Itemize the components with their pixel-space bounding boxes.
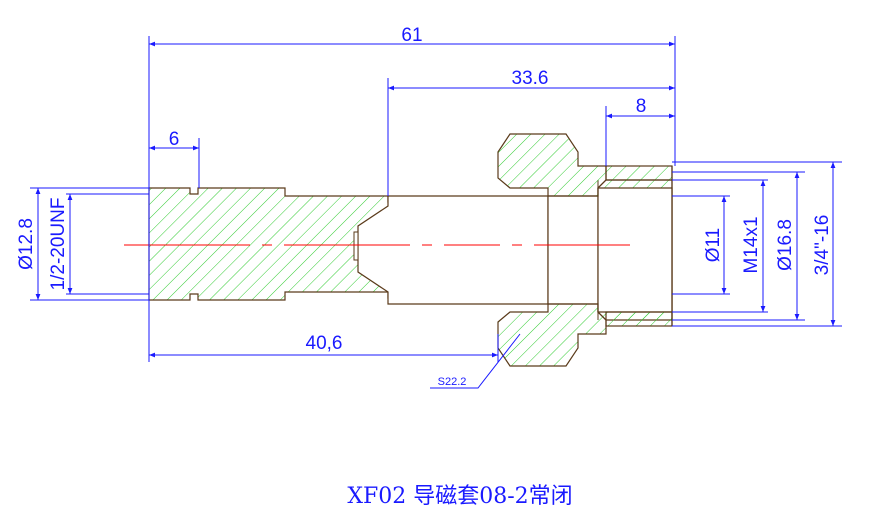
dim-overall-length: 61 (401, 25, 422, 46)
part-section (148, 133, 673, 367)
drawing-caption: XF02 导磁套08-2常闭 (347, 484, 572, 509)
dim-left-thread: 1/2-20UNF (48, 198, 69, 291)
dim-right-thread: M14x1 (741, 216, 762, 273)
bore-pin (353, 231, 359, 261)
dim-pipe-thread: 3/4"-16 (812, 215, 833, 276)
dim-bore-length: 33.6 (512, 68, 549, 89)
dim-hex-size: S22.2 (438, 376, 467, 388)
dim-bore-diameter: Ø11 (703, 228, 724, 263)
dimension-labels: 61 33.6 8 6 40,6 Ø12.8 1/2-20UNF Ø11 M14… (16, 25, 833, 388)
hex-collar-upper (497, 133, 607, 197)
hex-collar-lower (497, 303, 607, 367)
bore-cavity (357, 195, 549, 305)
thread-cavity (597, 187, 673, 313)
dimension-lines (30, 36, 842, 389)
dim-right-outer-diameter: Ø16.8 (775, 219, 796, 271)
dim-thread-length: 8 (636, 96, 647, 117)
right-cavity (547, 195, 599, 305)
dim-left-outer-diameter: Ø12.8 (16, 218, 37, 270)
thread-wall-upper (605, 165, 673, 181)
dim-body-length: 40,6 (306, 333, 343, 354)
dim-groove-width: 6 (169, 129, 180, 150)
thread-wall-lower-band (605, 311, 673, 327)
